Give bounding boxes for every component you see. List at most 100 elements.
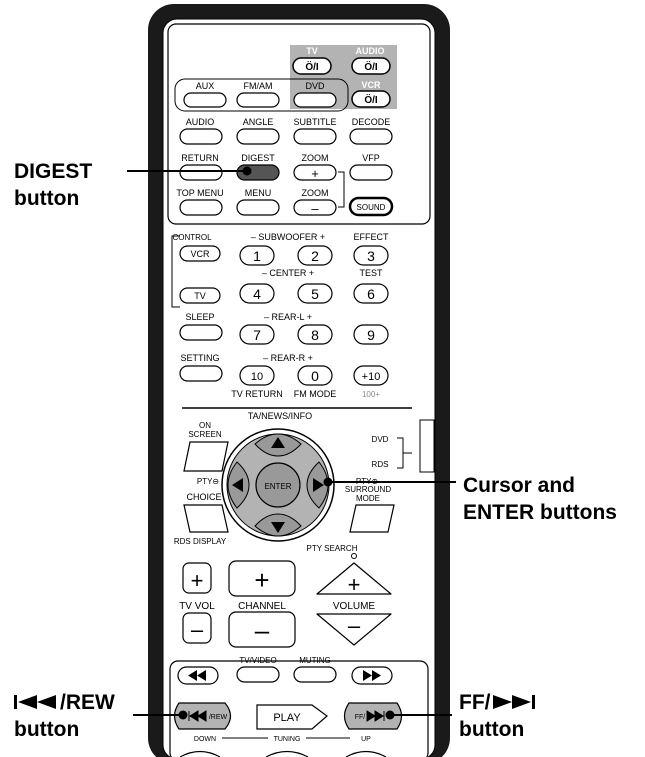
muting-button[interactable] — [293, 666, 337, 683]
on-screen-button[interactable] — [183, 441, 229, 472]
digest-label: DIGEST — [241, 153, 275, 163]
digit-7-button[interactable] — [239, 324, 275, 345]
enter-button[interactable] — [255, 462, 301, 508]
volume-down-symbol: – — [348, 613, 361, 638]
cursor-callout-line-2: ENTER buttons — [463, 501, 617, 524]
tv-vol-up-button[interactable] — [182, 562, 212, 594]
tv-return-label: TV RETURN — [231, 389, 283, 399]
menu-button[interactable] — [236, 199, 280, 216]
digest-callout-line-1: DIGEST — [14, 160, 93, 183]
digit-4-label: 4 — [253, 286, 261, 302]
vcr-power-symbol: Ö/I — [364, 93, 378, 106]
on-screen-label-2: SCREEN — [188, 430, 222, 439]
fmam-button[interactable] — [236, 92, 280, 108]
channel-down-button[interactable] — [228, 611, 296, 648]
vcr-power-button[interactable] — [351, 90, 391, 108]
digit-9-button[interactable] — [353, 324, 389, 345]
top-menu-button[interactable] — [179, 199, 223, 216]
dvd-rds-switch[interactable] — [397, 437, 412, 469]
on-screen-label-1: ON — [199, 421, 211, 430]
digit-1-button[interactable] — [239, 245, 275, 266]
ff-button-icon — [366, 710, 385, 722]
play-button[interactable] — [256, 704, 328, 730]
subwoofer-label: – SUBWOOFER + — [251, 232, 325, 242]
digit-3-label: 3 — [367, 248, 375, 264]
zoom-plus-button[interactable] — [293, 164, 337, 181]
dvd-label: DVD — [305, 81, 325, 91]
side-switch-frame — [419, 419, 435, 473]
cursor-up-icon — [271, 437, 285, 448]
pty-search-label: PTY SEARCH — [307, 544, 358, 553]
cursor-down-icon — [271, 522, 285, 533]
mode-label: MODE — [356, 494, 380, 503]
setting-button[interactable] — [179, 365, 223, 382]
plus10-button[interactable] — [353, 365, 389, 386]
ff-callout-line-1: FF/ — [459, 689, 537, 716]
source-group-frame — [174, 78, 349, 112]
digit-2-button[interactable] — [297, 245, 333, 266]
rds-switch-label: RDS — [372, 460, 389, 469]
angle-button[interactable] — [236, 128, 280, 145]
test-label: TEST — [359, 268, 383, 278]
rew-callout-line-1: /REW — [14, 689, 115, 716]
top-section-frame — [167, 23, 431, 225]
zoom-minus-label: ZOOM — [302, 188, 329, 198]
skip-forward-icon — [492, 695, 535, 709]
fm-mode-label: FM MODE — [294, 389, 337, 399]
volume-down-button[interactable] — [316, 613, 392, 646]
ff-callout-line-2: button — [459, 718, 525, 741]
digest-leader-dot — [242, 166, 252, 176]
rear-r-label: – REAR-R + — [263, 353, 313, 363]
channel-label: CHANNEL — [238, 601, 286, 612]
vfp-button[interactable] — [349, 164, 393, 181]
dvd-button[interactable] — [293, 92, 337, 108]
tv-power-symbol: Ö/I — [305, 60, 319, 73]
return-button[interactable] — [179, 164, 223, 181]
decode-button[interactable] — [349, 128, 393, 145]
channel-down-symbol: – — [255, 615, 270, 645]
digit-8-button[interactable] — [297, 324, 333, 345]
digit-4-button[interactable] — [239, 283, 275, 304]
digit-6-button[interactable] — [353, 283, 389, 304]
volume-up-button[interactable] — [316, 562, 392, 595]
choice-button[interactable] — [183, 504, 229, 533]
digit-3-button[interactable] — [353, 245, 389, 266]
audio-button[interactable] — [179, 128, 223, 145]
tv-vol-down-symbol: – — [191, 617, 204, 642]
sound-label: SOUND — [357, 203, 386, 212]
sound-button[interactable] — [348, 196, 394, 217]
sleep-button[interactable] — [179, 324, 223, 341]
digit-10-button[interactable] — [239, 365, 275, 386]
aux-button[interactable] — [183, 92, 227, 108]
tv-vol-down-button[interactable] — [182, 612, 212, 644]
surround-mode-button[interactable] — [349, 504, 395, 533]
tv-control-button[interactable] — [179, 287, 221, 304]
digest-callout: DIGEST button — [14, 158, 92, 212]
rew-callout: /REW button — [14, 689, 115, 743]
channel-up-button[interactable] — [228, 560, 296, 597]
vcr-control-button[interactable] — [179, 245, 221, 262]
rear-l-label: – REAR-L + — [264, 312, 312, 322]
surround-label: SURROUND — [345, 485, 391, 494]
volume-up-symbol: + — [348, 572, 361, 597]
cursor-right-icon — [313, 478, 324, 492]
zoom-plus-symbol: + — [311, 166, 319, 181]
audio-power-button[interactable] — [351, 57, 391, 75]
vfp-label: VFP — [362, 153, 380, 163]
zoom-minus-button[interactable] — [293, 199, 337, 216]
ff-callout-text: FF/ — [459, 691, 491, 714]
cursor-callout: Cursor and ENTER buttons — [463, 472, 617, 526]
vcr-control-label: VCR — [190, 249, 210, 259]
subtitle-button[interactable] — [293, 128, 337, 145]
tv-video-label: TV/VIDEO — [239, 656, 276, 665]
tv-video-button[interactable] — [236, 666, 280, 683]
digit-5-button[interactable] — [297, 283, 333, 304]
digit-0-button[interactable] — [297, 365, 333, 386]
top-menu-label: TOP MENU — [176, 188, 223, 198]
tv-power-button[interactable] — [292, 57, 332, 75]
audio-label: AUDIO — [186, 117, 215, 127]
digit-10-label: 10 — [251, 371, 263, 383]
rew-callout-text: /REW — [60, 691, 115, 714]
digit-0-label: 0 — [311, 368, 319, 384]
digit-8-label: 8 — [311, 327, 319, 343]
